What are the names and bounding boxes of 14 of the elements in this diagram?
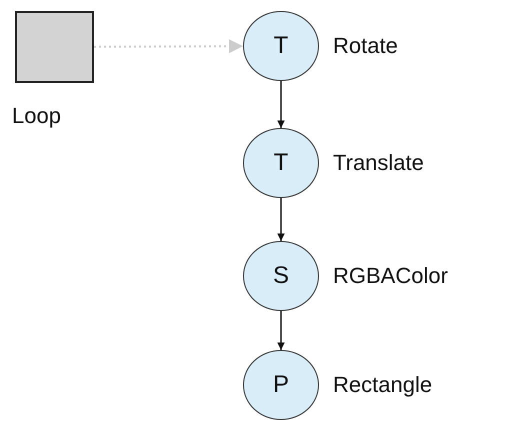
node-letter: S <box>272 264 289 288</box>
node-caption: Rectangle <box>333 374 432 396</box>
node-caption: Translate <box>333 152 424 174</box>
arrow <box>277 198 285 241</box>
arrow <box>277 311 285 350</box>
node-caption: Loop <box>12 105 61 127</box>
node-square <box>15 11 94 83</box>
dotted-arrow <box>94 39 243 54</box>
node-letter: P <box>272 373 289 397</box>
node-caption: Rotate <box>333 35 398 57</box>
node-letter: T <box>274 34 288 58</box>
arrow <box>277 81 285 128</box>
node-letter: T <box>274 151 288 175</box>
node-caption: RGBAColor <box>333 265 448 287</box>
